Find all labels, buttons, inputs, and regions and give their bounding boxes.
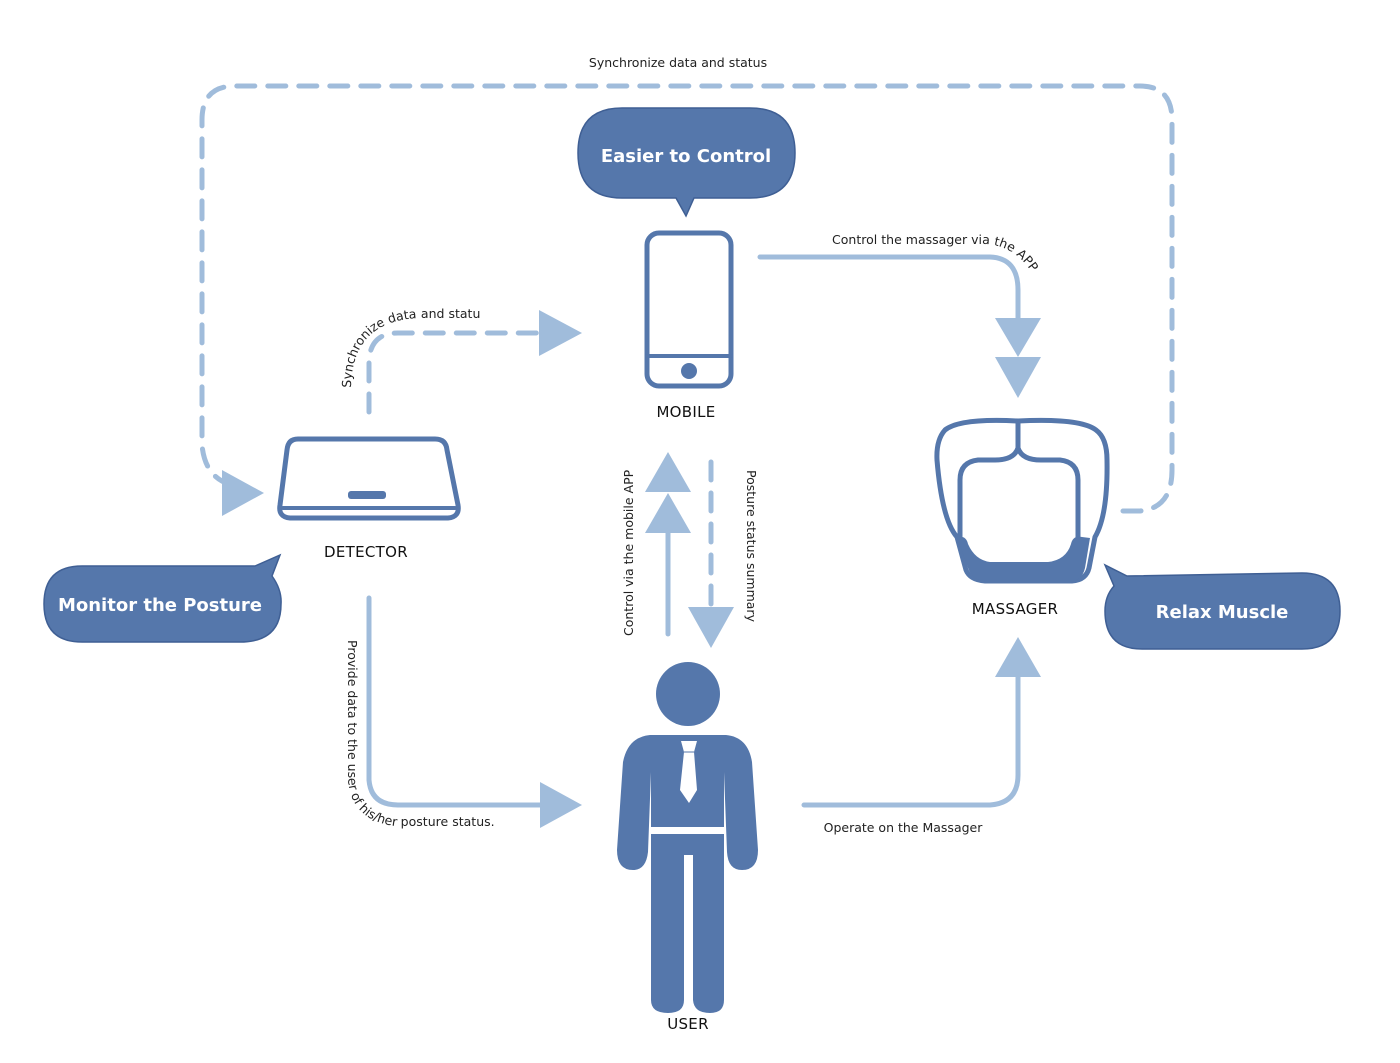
bubble-label: Monitor the Posture [58, 595, 262, 616]
user-to-mobile-label: Control via the mobile APP [621, 469, 636, 636]
user-to-mobile-arrowhead-1 [645, 452, 691, 492]
node-detector: DETECTOR [277, 436, 461, 561]
flow-top-sync: Synchronize data and status [199, 55, 1175, 516]
node-mobile: MOBILE [644, 230, 734, 421]
bubble-label: Relax Muscle [1156, 602, 1289, 623]
detector-to-user-arrowhead [540, 782, 582, 828]
massager-label: MASSAGER [972, 600, 1058, 618]
mobile-to-user-label: Posture status summary [744, 470, 759, 623]
flow-mobile-to-user: Posture status summary [688, 459, 759, 648]
user-to-massager-line [801, 672, 1021, 808]
necktie [680, 741, 697, 803]
node-massager: MASSAGER [934, 417, 1110, 618]
bubble-label: Easier to Control [601, 146, 771, 167]
mobile-to-massager-line [757, 254, 1021, 323]
flow-user-to-massager: Operate on the Massager [801, 637, 1041, 835]
top-sync-label: Synchronize data and status [589, 55, 767, 70]
flow-detector-to-user: Provide data to the user of his/her post… [345, 595, 582, 829]
user-to-mobile-arrowhead-2 [645, 493, 691, 533]
node-user: USER [617, 662, 758, 1033]
detector-label: DETECTOR [324, 543, 408, 561]
detector-pad-icon [277, 436, 461, 521]
detector-to-mobile-arrowhead [539, 310, 582, 356]
bubble-monitor-the-posture: Monitor the Posture [43, 553, 282, 643]
flow-user-to-mobile: Control via the mobile APP [621, 452, 691, 637]
bubble-shape [43, 553, 282, 643]
businessman-icon [617, 662, 758, 1013]
bubble-shape [577, 107, 796, 218]
bubble-relax-muscle: Relax Muscle [1103, 563, 1341, 650]
bubble-shape [1103, 563, 1341, 650]
top-sync-line [199, 83, 1175, 514]
smartphone-icon [644, 230, 734, 389]
detector-to-mobile-label: Synchronize data and status. [0, 0, 480, 388]
user-label: USER [667, 1015, 709, 1033]
mobile-to-massager-arrowhead-1 [995, 318, 1041, 357]
flow-detector-to-mobile: Synchronize data and status. [0, 0, 582, 415]
flow-mobile-to-massager: Control the massager via the APP [757, 232, 1042, 398]
user-to-massager-label: Operate on the Massager [824, 820, 984, 835]
detector-to-user-line [366, 595, 548, 808]
massager-seat-icon [934, 417, 1110, 584]
mobile-label: MOBILE [656, 403, 715, 421]
user-to-massager-arrowhead [995, 637, 1041, 677]
top-sync-arrowhead [222, 470, 264, 516]
detector-to-mobile-line [366, 330, 543, 415]
mobile-to-massager-arrowhead-2 [995, 357, 1041, 398]
bubble-easier-to-control: Easier to Control [577, 107, 796, 218]
mobile-to-user-arrowhead [688, 607, 734, 648]
